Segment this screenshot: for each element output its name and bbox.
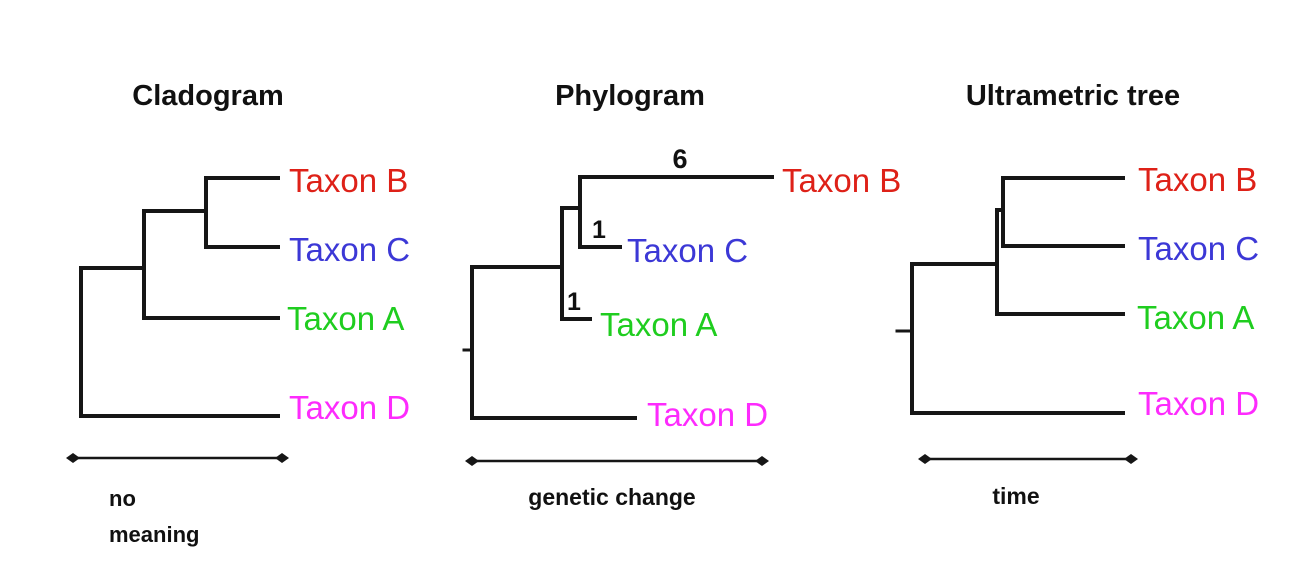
ultrametric-tree — [895, 176, 1125, 415]
ultrametric-title: Ultrametric tree — [965, 80, 1181, 112]
cladogram-axis-caption-line2: meaning — [109, 522, 200, 547]
phylogram-taxon-c-label: Taxon C — [627, 232, 749, 269]
cladogram-taxon-a-label: Taxon A — [287, 300, 405, 337]
cladogram-taxon-c-label: Taxon C — [289, 231, 411, 268]
phylogram-branchlength-c: 1 — [592, 216, 606, 244]
ultrametric-taxon-a-label: Taxon A — [1137, 299, 1255, 336]
phylogram-axis-arrowhead-left — [465, 456, 479, 466]
ultrametric-taxon-b-label: Taxon B — [1138, 161, 1258, 198]
cladogram-axis-arrow — [66, 453, 289, 463]
phylogram-taxon-d-label: Taxon D — [647, 396, 769, 433]
ultrametric-taxon-d-label: Taxon D — [1138, 385, 1260, 422]
ultrametric-axis-arrowhead-right — [1124, 454, 1138, 464]
phylogram-taxon-b-label: Taxon B — [782, 162, 902, 199]
cladogram-axis-arrowhead-right — [275, 453, 289, 463]
phylogram-branchlength-b: 6 — [672, 144, 688, 174]
ultrametric-axis-arrowhead-left — [918, 454, 932, 464]
cladogram-taxon-d-label: Taxon D — [289, 389, 411, 426]
phylogram-branchlength-a: 1 — [567, 288, 581, 316]
phylogram-axis-arrow — [465, 456, 769, 466]
phylogram-tree — [462, 175, 774, 420]
phylogram-taxon-a-label: Taxon A — [600, 306, 718, 343]
cladogram-axis-caption-line1: no — [109, 486, 136, 511]
phylogram-axis-caption: genetic change — [528, 484, 696, 510]
cladogram-axis-arrowhead-left — [66, 453, 80, 463]
ultrametric-axis-arrow — [918, 454, 1138, 464]
phylogram-title: Phylogram — [555, 80, 705, 112]
cladogram-tree — [79, 176, 280, 418]
phylogram-axis-arrowhead-right — [755, 456, 769, 466]
cladogram-title: Cladogram — [132, 80, 284, 112]
cladogram-taxon-b-label: Taxon B — [289, 162, 409, 199]
ultrametric-axis-caption: time — [992, 483, 1040, 509]
ultrametric-taxon-c-label: Taxon C — [1138, 230, 1260, 267]
